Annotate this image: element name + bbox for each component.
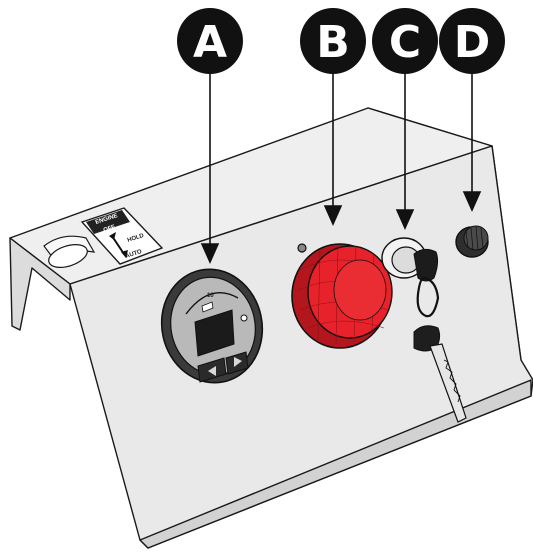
callout-d-letter: D [454, 17, 491, 68]
callout-a: A [177, 8, 243, 74]
key-head [414, 249, 438, 281]
indicator-screw [298, 244, 306, 252]
display-scale-mark: 10 [207, 293, 214, 299]
control-panel [10, 108, 533, 548]
callout-a-letter: A [193, 17, 227, 68]
callout-c-letter: C [389, 17, 421, 68]
callout-b: B [300, 8, 366, 74]
callout-d: D [439, 8, 505, 74]
rotary-knob[interactable] [456, 226, 488, 257]
callout-c: C [372, 8, 438, 74]
callout-b-letter: B [316, 17, 350, 68]
